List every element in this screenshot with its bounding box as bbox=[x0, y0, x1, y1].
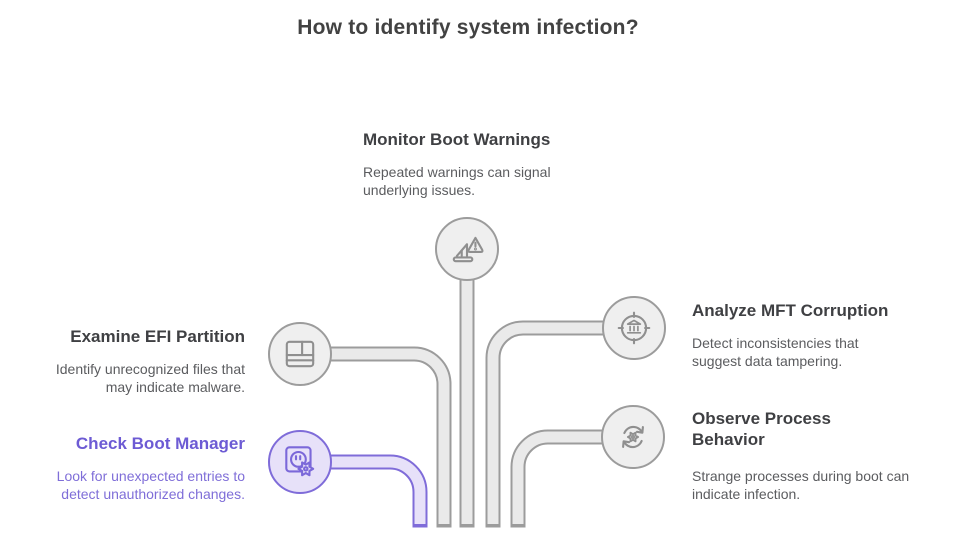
body-line: may indicate malware. bbox=[105, 379, 245, 395]
boot-warning-icon bbox=[452, 236, 484, 263]
section-monitor-boot-warnings: Monitor Boot Warnings Repeated warnings … bbox=[363, 129, 593, 199]
section-heading: Observe Process Behavior bbox=[692, 409, 831, 449]
section-heading: Analyze MFT Corruption bbox=[692, 301, 889, 320]
pipe-analyze-inner bbox=[487, 322, 634, 524]
pipe-check-inner bbox=[300, 456, 426, 524]
section-analyze-mft-corruption: Analyze MFT Corruption Detect inconsiste… bbox=[692, 300, 927, 370]
section-observe-process-behavior: Observe Process Behavior Strange process… bbox=[692, 408, 932, 503]
pipe-examine-inner bbox=[300, 348, 450, 524]
node-monitor-boot-warnings bbox=[435, 217, 499, 281]
disk-partition-icon bbox=[285, 340, 315, 368]
process-cycle-icon bbox=[622, 425, 644, 449]
section-heading: Monitor Boot Warnings bbox=[363, 130, 551, 149]
node-analyze-mft-corruption bbox=[602, 296, 666, 360]
body-line: detect unauthorized changes. bbox=[61, 486, 245, 502]
section-body: Identify unrecognized files that may ind… bbox=[33, 360, 245, 396]
mft-target-icon bbox=[617, 311, 651, 345]
section-body: Look for unexpected entries to detect un… bbox=[33, 467, 245, 503]
section-heading: Examine EFI Partition bbox=[70, 327, 245, 346]
section-heading: Check Boot Manager bbox=[75, 434, 245, 453]
body-line: Look for unexpected entries to bbox=[56, 468, 245, 484]
body-line: underlying issues. bbox=[363, 182, 476, 198]
section-body: Detect inconsistencies that suggest data… bbox=[692, 334, 927, 370]
section-body: Repeated warnings can signal underlying … bbox=[363, 163, 593, 199]
body-line: Strange processes during boot can bbox=[692, 468, 910, 484]
node-examine-efi-partition bbox=[268, 322, 332, 386]
boot-manager-gear-icon bbox=[285, 446, 315, 477]
body-line: Detect inconsistencies that bbox=[692, 335, 859, 351]
node-observe-process-behavior bbox=[601, 405, 665, 469]
section-examine-efi-partition: Examine EFI Partition Identify unrecogni… bbox=[33, 326, 245, 396]
pipe-observe-inner bbox=[512, 431, 633, 524]
section-check-boot-manager: Check Boot Manager Look for unexpected e… bbox=[33, 433, 245, 503]
section-body: Strange processes during boot can indica… bbox=[692, 467, 932, 503]
body-line: Identify unrecognized files that bbox=[55, 361, 245, 377]
body-line: suggest data tampering. bbox=[692, 353, 843, 369]
body-line: Repeated warnings can signal bbox=[363, 164, 551, 180]
page-title: How to identify system infection? bbox=[297, 16, 639, 39]
body-line: indicate infection. bbox=[692, 486, 801, 502]
node-check-boot-manager bbox=[268, 430, 332, 494]
